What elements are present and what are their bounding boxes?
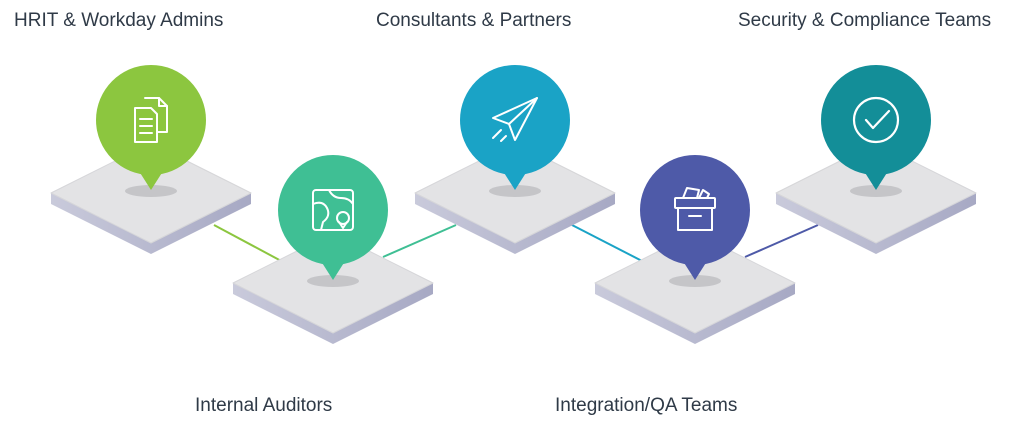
connector-line	[382, 224, 457, 258]
pin-shadow	[669, 275, 721, 287]
pin-shadow	[850, 185, 902, 197]
pin-shadow	[489, 185, 541, 197]
paper-plane-icon	[492, 97, 538, 142]
connector-line	[213, 224, 286, 264]
check-circle-icon	[852, 96, 900, 144]
label-security-compliance-teams: Security & Compliance Teams	[738, 10, 992, 31]
label-integration-qa-teams: Integration/QA Teams	[555, 395, 738, 416]
label-hrit-workday-admins: HRIT & Workday Admins	[14, 10, 224, 31]
pin-integration-qa	[640, 155, 750, 280]
pin-shadow	[307, 275, 359, 287]
connector-line	[571, 224, 645, 263]
pin-consultants	[460, 65, 570, 190]
pin-shadow	[125, 185, 177, 197]
label-consultants-partners: Consultants & Partners	[376, 10, 572, 31]
archive-box-icon	[674, 187, 716, 231]
pin-security	[821, 65, 931, 190]
connector-line	[744, 224, 819, 258]
map-location-icon	[312, 189, 354, 231]
pin-hrit	[96, 65, 206, 190]
connectors	[213, 224, 819, 264]
pin-internal-auditors	[278, 155, 388, 280]
label-internal-auditors: Internal Auditors	[195, 395, 333, 416]
documents-icon	[134, 97, 168, 143]
